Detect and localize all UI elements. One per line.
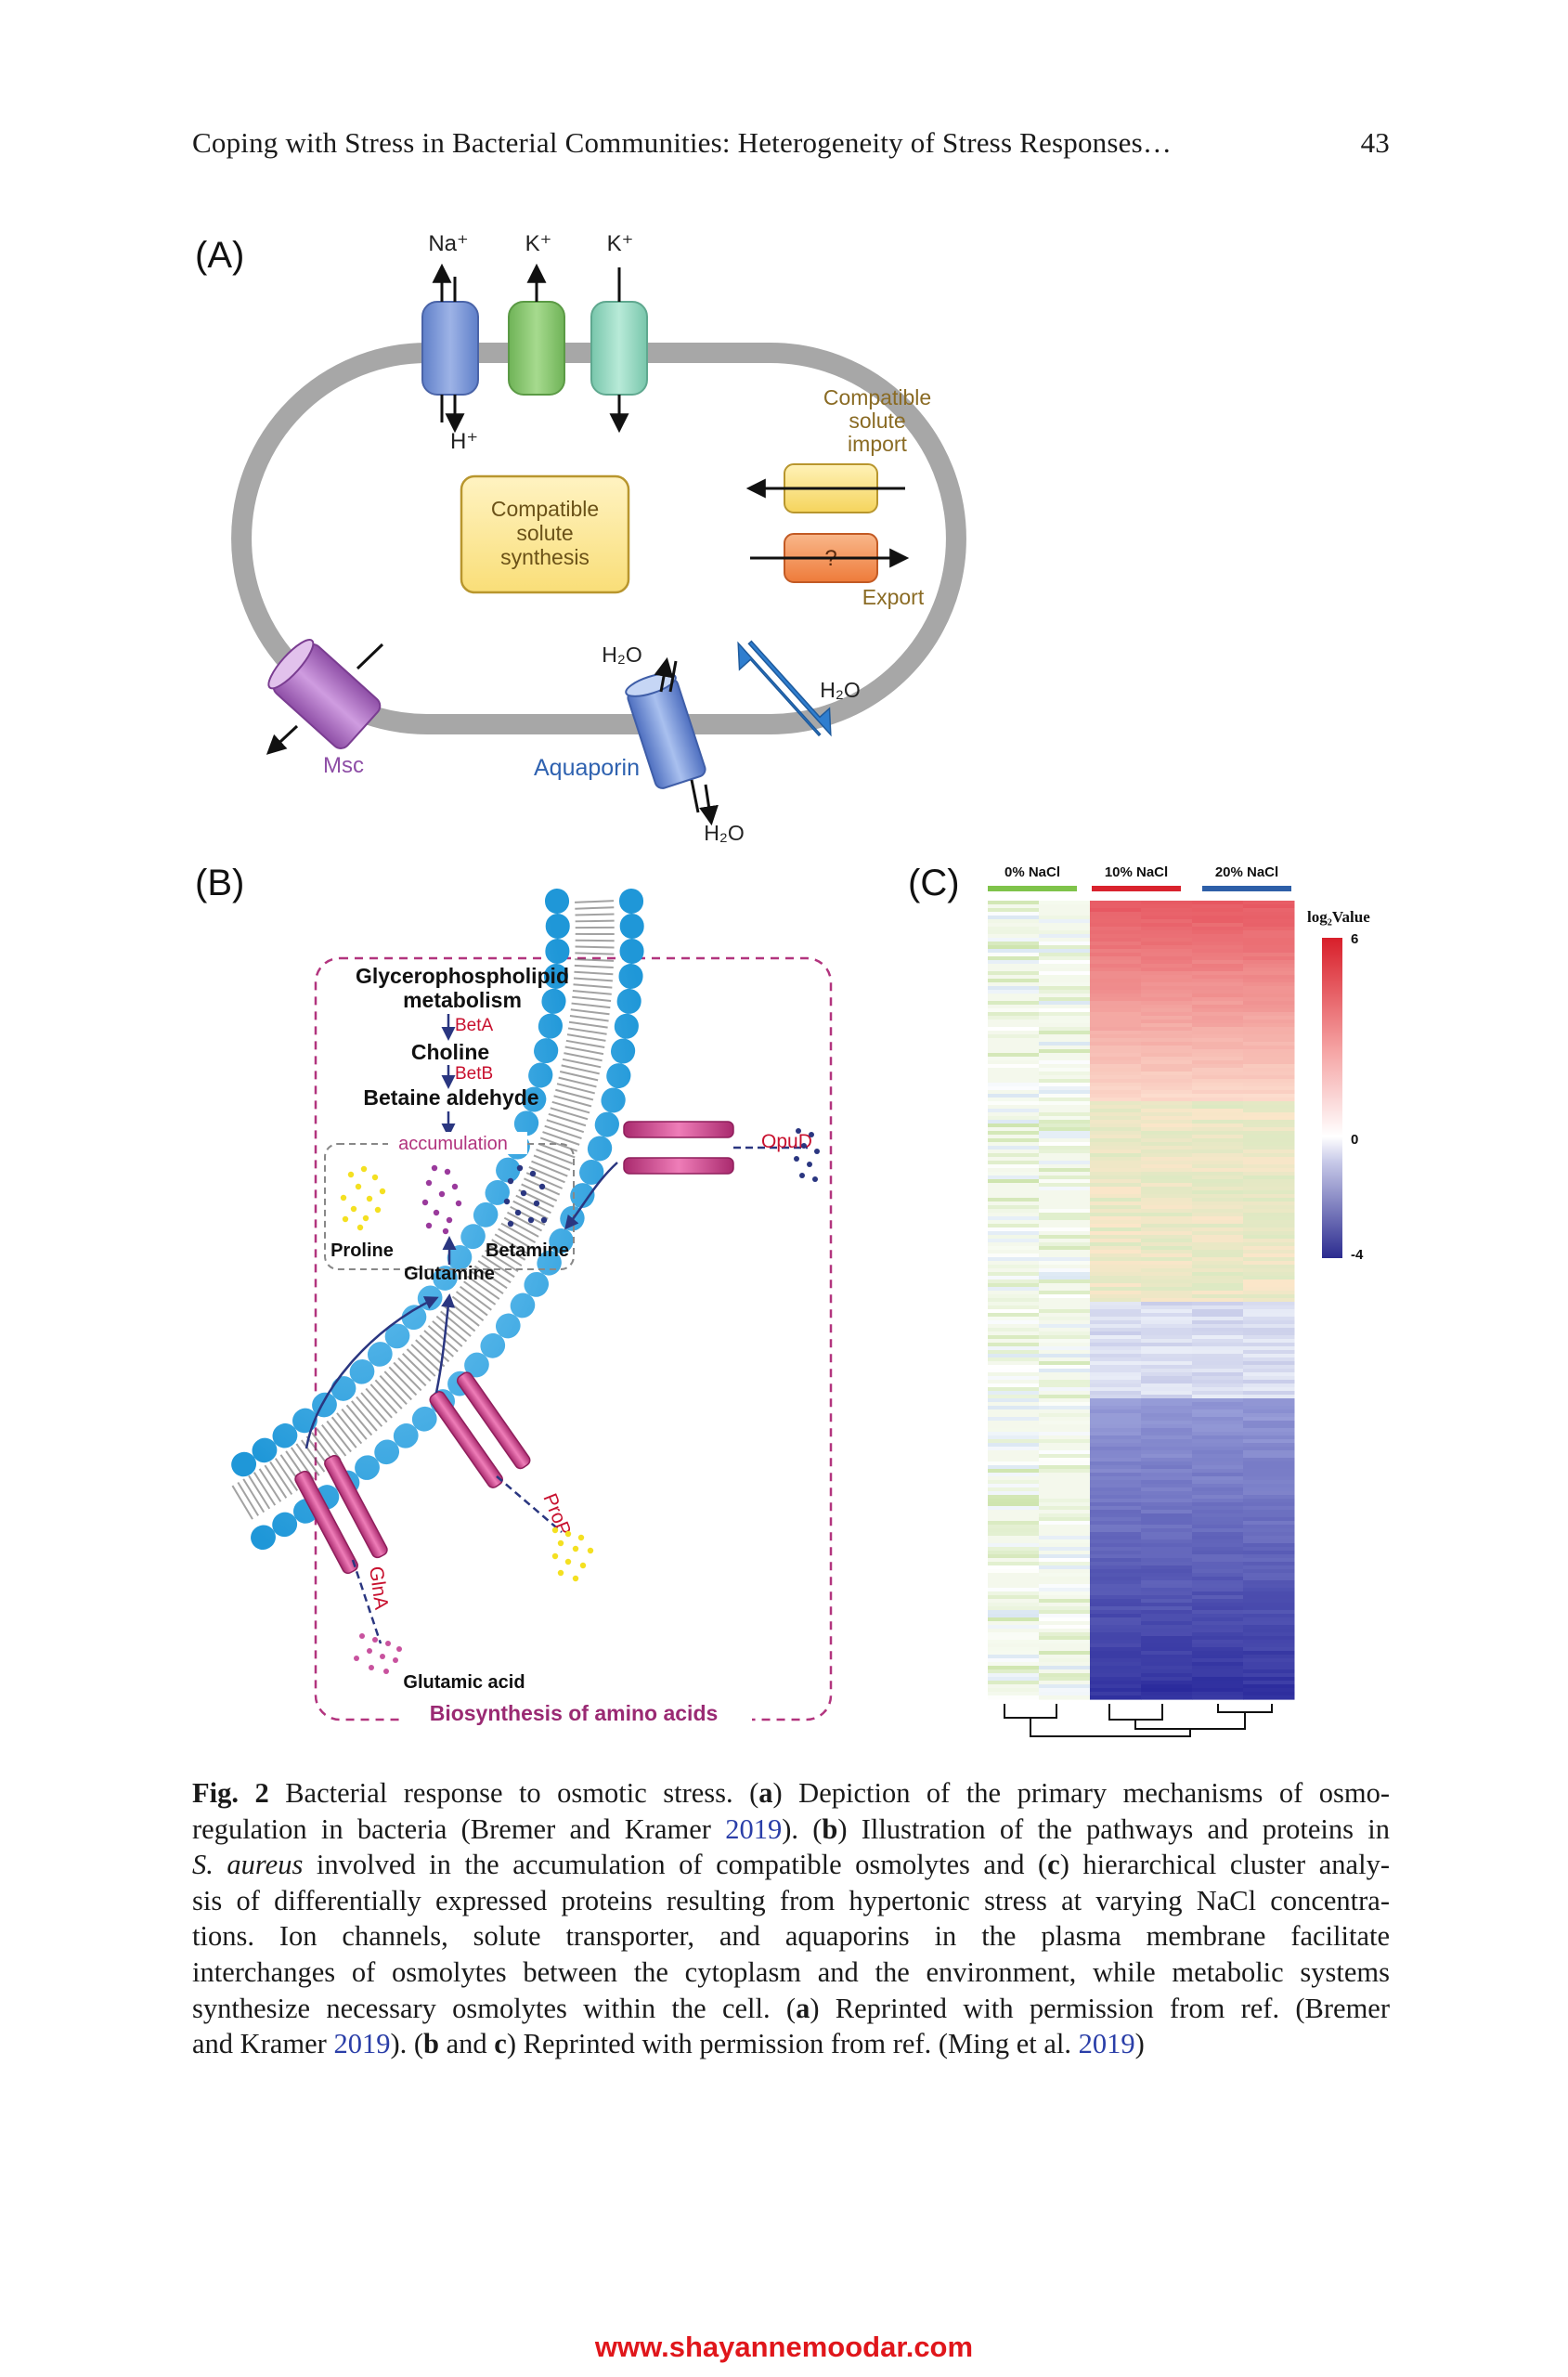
dendrogram bbox=[1004, 1704, 1273, 1737]
figure-caption: Fig. 2 Bacterial response to osmotic str… bbox=[192, 1775, 1390, 2062]
import-label-2: solute bbox=[849, 409, 905, 433]
betb-enzyme-label: BetB bbox=[455, 1064, 493, 1084]
condition-label-2: 20% NaCl bbox=[1215, 864, 1278, 880]
prop-molecules bbox=[551, 1526, 594, 1582]
heatmap bbox=[988, 901, 1295, 1700]
panel-b: (B) OpuD ProP GlnA Glycerophospholipid m… bbox=[195, 863, 833, 1727]
import-label-3: import bbox=[848, 432, 908, 456]
betaine-aldehyde-label: Betaine aldehyde bbox=[363, 1085, 538, 1110]
proline-molecules bbox=[340, 1165, 386, 1231]
ion-arrows bbox=[432, 263, 629, 434]
accumulation-label: accumulation bbox=[398, 1134, 508, 1154]
import-label-1: Compatible bbox=[823, 385, 931, 409]
figure-label: Fig. 2 bbox=[192, 1777, 286, 1809]
panel-a: (A) Na⁺ K⁺ K⁺ H⁺ Compatible solute impor… bbox=[195, 231, 966, 845]
legend-tick-zero: 0 bbox=[1351, 1132, 1358, 1148]
glna-label: GlnA bbox=[365, 1565, 392, 1610]
caption-line: interchanges of osmolytes between the cy… bbox=[192, 1955, 1390, 1988]
condition-bar-0 bbox=[988, 886, 1077, 891]
synthesis-label-1: Compatible bbox=[491, 497, 599, 521]
caption-line: sis of differentially expressed proteins… bbox=[192, 1884, 1390, 1916]
glutamine-molecules bbox=[421, 1164, 462, 1235]
h2o-label-outside: H₂O bbox=[704, 821, 744, 845]
na-ion-label: Na⁺ bbox=[428, 231, 468, 256]
condition-label-1: 10% NaCl bbox=[1105, 864, 1168, 880]
caption-line: synthesize necessary osmolytes within th… bbox=[192, 1992, 1390, 2024]
h2o-label-diffusion: H₂O bbox=[820, 678, 860, 702]
biosynthesis-label: Biosynthesis of amino acids bbox=[430, 1701, 719, 1725]
running-head: Coping with Stress in Bacterial Communit… bbox=[192, 126, 1390, 160]
aquaporin-label: Aquaporin bbox=[534, 755, 640, 781]
citation-link[interactable]: 2019 bbox=[725, 1812, 783, 1845]
glutamine-label: Glutamine bbox=[404, 1264, 495, 1284]
legend-colorbar bbox=[1322, 938, 1342, 1258]
betamine-label: Betamine bbox=[486, 1240, 569, 1261]
legend-title: log₂Value bbox=[1307, 908, 1370, 926]
caption-line: S. aureus involved in the accumulation o… bbox=[192, 1849, 1390, 1881]
glycerophospholipid-label-1: Glycerophospholipid bbox=[356, 964, 569, 988]
water-diffusion-arrows bbox=[737, 640, 832, 737]
export-label: Export bbox=[862, 585, 925, 609]
k-ion-label-1: K⁺ bbox=[525, 231, 552, 256]
panel-a-label: (A) bbox=[195, 235, 244, 276]
caption-line: and Kramer 2019). (b and c) Reprinted wi… bbox=[192, 2028, 1145, 2060]
synthesis-label-2: solute bbox=[516, 521, 573, 545]
h2o-label-inside: H₂O bbox=[602, 643, 641, 667]
running-title: Coping with Stress in Bacterial Communit… bbox=[192, 126, 1173, 159]
betamine-molecules bbox=[503, 1164, 548, 1227]
bilayer-outer-leaflet bbox=[231, 889, 644, 1561]
condition-bar-1 bbox=[1092, 886, 1181, 891]
site-watermark: www.shayannemoodar.com bbox=[594, 2331, 974, 2363]
choline-label: Choline bbox=[411, 1040, 489, 1064]
msc-arrow-out bbox=[266, 724, 299, 755]
opud-label: OpuD bbox=[761, 1131, 812, 1152]
glutamic-acid-molecules bbox=[354, 1633, 402, 1674]
glna-transporter bbox=[294, 1454, 388, 1575]
opud-transporter bbox=[623, 1121, 734, 1175]
opud-molecules bbox=[794, 1128, 820, 1182]
synthesis-label-3: synthesis bbox=[500, 545, 590, 569]
k-channel-teal bbox=[590, 301, 648, 396]
panel-b-label: (B) bbox=[195, 863, 244, 903]
prop-path bbox=[496, 1475, 563, 1533]
legend-tick-max: 6 bbox=[1351, 931, 1358, 947]
glna-path bbox=[351, 1559, 382, 1644]
msc-channel bbox=[267, 639, 382, 749]
legend-tick-min: -4 bbox=[1351, 1247, 1364, 1263]
caption-line: tions. Ion channels, solute transporter,… bbox=[192, 1920, 1390, 1953]
na-h-antiporter bbox=[421, 301, 479, 396]
transport-flow-arrows bbox=[305, 1162, 618, 1449]
bilayer-tails bbox=[229, 900, 615, 1522]
msc-arrow-in bbox=[356, 643, 384, 670]
panel-c-label: (C) bbox=[908, 863, 960, 903]
citation-link[interactable]: 2019 bbox=[333, 2028, 391, 2060]
k-ion-label-2: K⁺ bbox=[607, 231, 634, 256]
citation-link[interactable]: 2019 bbox=[1078, 2028, 1135, 2060]
prop-transporter bbox=[429, 1371, 531, 1488]
condition-bar-2 bbox=[1202, 886, 1291, 891]
k-channel-green bbox=[508, 301, 565, 396]
glutamic-acid-label: Glutamic acid bbox=[403, 1672, 525, 1693]
figure-2: (A) Na⁺ K⁺ K⁺ H⁺ Compatible solute impor… bbox=[195, 231, 1370, 1737]
aquaporin-arrows bbox=[654, 656, 719, 826]
h-ion-label: H⁺ bbox=[450, 429, 478, 454]
synthesis-box bbox=[460, 474, 630, 594]
page-number: 43 bbox=[1360, 126, 1390, 159]
caption-line: regulation in bacteria (Bremer and Krame… bbox=[192, 1812, 1390, 1845]
bilayer-inner-leaflet bbox=[227, 889, 570, 1479]
glycerophospholipid-label-2: metabolism bbox=[403, 988, 522, 1012]
caption-line: Fig. 2 Bacterial response to osmotic str… bbox=[192, 1777, 1390, 1809]
condition-label-0: 0% NaCl bbox=[1004, 864, 1060, 880]
proline-label: Proline bbox=[330, 1240, 394, 1261]
msc-label: Msc bbox=[323, 753, 364, 778]
panel-c: (C) 0% NaCl 10% NaCl 20% NaCl log₂Value … bbox=[908, 863, 1370, 1737]
beta-enzyme-label: BetA bbox=[455, 1016, 494, 1035]
